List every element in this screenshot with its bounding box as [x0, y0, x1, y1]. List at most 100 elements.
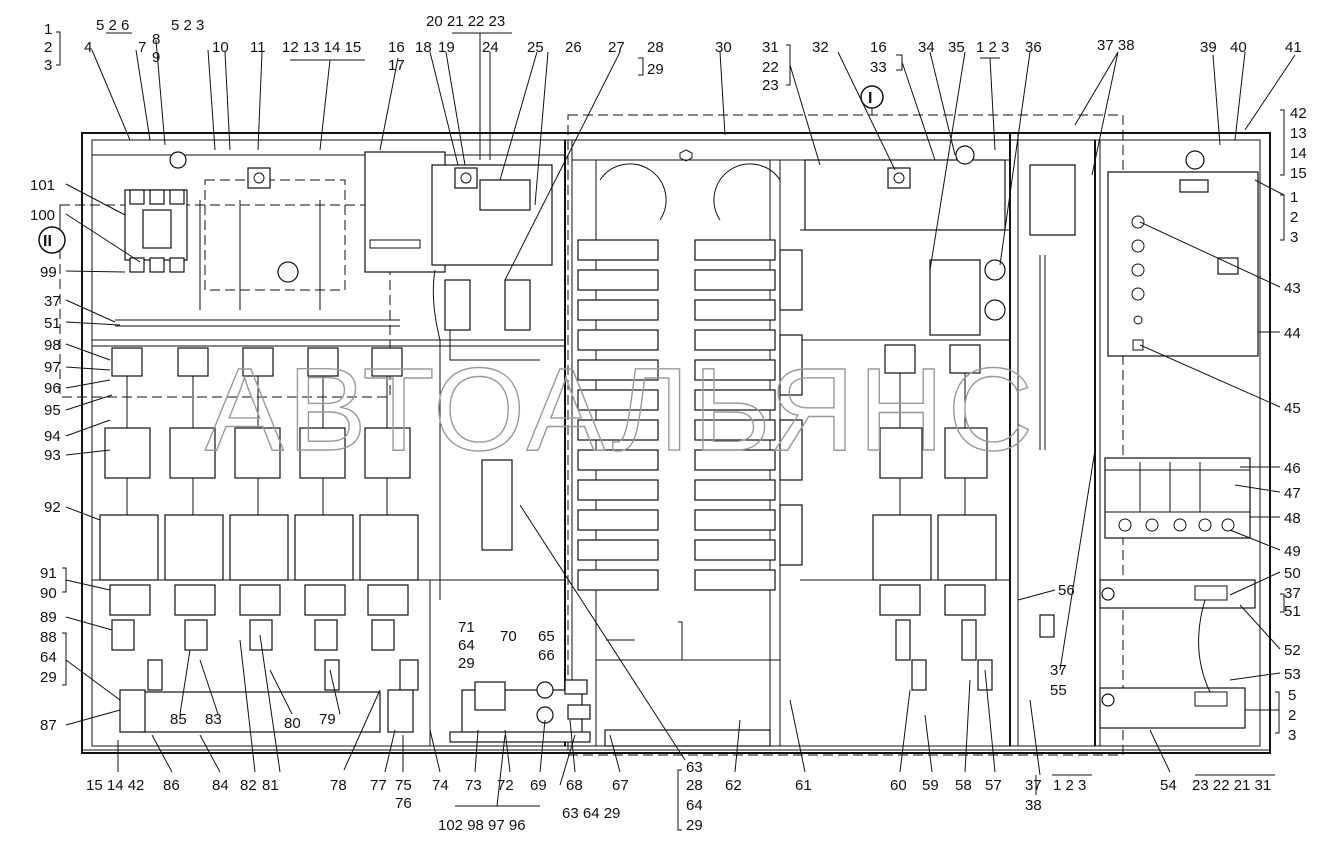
callout-label: 40: [1230, 39, 1247, 56]
callout-label: 77: [370, 777, 387, 794]
callout-label: 64: [40, 649, 57, 666]
callout-label: 1 2 3: [976, 39, 1009, 56]
callout-label: 64: [458, 637, 475, 654]
callout-label: 37: [1025, 777, 1042, 794]
center-lower-block: [449, 459, 591, 743]
callouts-right: 42 13 14 15 1 2 3 43 44 45 46 47 48 49 5…: [1284, 105, 1307, 744]
callout-label: 9: [152, 49, 160, 66]
callout-label: 63 64 29: [562, 805, 620, 822]
callout-label: 82: [240, 777, 257, 794]
callout-label: 81: [262, 777, 279, 794]
callout-label: 50: [1284, 565, 1301, 582]
callout-label: 84: [212, 777, 229, 794]
left-contactor-row: [99, 347, 419, 733]
callout-label: 62: [725, 777, 742, 794]
callout-label: 1 2 3: [1053, 777, 1086, 794]
view-marker-two: II: [38, 226, 66, 254]
callout-label: 63: [686, 759, 703, 776]
callout-label: 52: [1284, 642, 1301, 659]
callout-label: 33: [870, 59, 887, 76]
callout-label: 37 38: [1097, 37, 1135, 54]
callout-label: 74: [432, 777, 449, 794]
callout-label: 10: [212, 39, 229, 56]
callout-label: 27: [608, 39, 625, 56]
callout-label: 94: [44, 428, 61, 445]
callout-label: 75: [395, 777, 412, 794]
callouts-inner: 71 64 29 70 65 66 56 37 55: [458, 582, 1075, 699]
callout-label: 13: [1290, 125, 1307, 142]
callout-label: 29: [647, 61, 664, 78]
callout-label: 2: [1290, 209, 1298, 226]
callout-label: 85: [170, 711, 187, 728]
callout-label: 56: [1058, 582, 1075, 599]
center-reactor-stack: [577, 149, 803, 747]
callout-label: 26: [565, 39, 582, 56]
callout-label: 78: [330, 777, 347, 794]
callouts-left: 101 100 99 37 51 98 97 96 95 94 93 92 91…: [30, 177, 61, 734]
callout-label: 93: [44, 447, 61, 464]
callout-label: 17: [388, 57, 405, 74]
callouts-top: 1 2 3 4 5 2 6 7 8 9 5 2 3 10 11 12 13 14…: [44, 13, 1302, 94]
callout-label: 2: [1288, 707, 1296, 724]
callout-label: 37: [1050, 662, 1067, 679]
callout-label: 61: [795, 777, 812, 794]
callout-label: 67: [612, 777, 629, 794]
callout-label: 90: [40, 585, 57, 602]
callout-label: 8: [152, 31, 160, 48]
callout-label: 100: [30, 207, 55, 224]
callout-label: 98: [44, 337, 61, 354]
callout-label: 43: [1284, 280, 1301, 297]
callout-label: 3: [1288, 727, 1296, 744]
callout-label: 73: [465, 777, 482, 794]
callout-label: 37: [44, 293, 61, 310]
callout-label: 45: [1284, 400, 1301, 417]
callout-label: 86: [163, 777, 180, 794]
callout-label: 35: [948, 39, 965, 56]
callout-label: 60: [890, 777, 907, 794]
callout-label: 12 13 14 15: [282, 39, 361, 56]
callout-label: 69: [530, 777, 547, 794]
callout-label: 22: [762, 59, 779, 76]
callout-label: 95: [44, 402, 61, 419]
callout-label: 29: [458, 655, 475, 672]
callout-label: 4: [84, 39, 92, 56]
view-marker-two-label: II: [43, 233, 52, 250]
callout-label: 38: [1025, 797, 1042, 814]
callout-label: 70: [500, 628, 517, 645]
cabinet-frame: [81, 132, 1271, 754]
left-upper-components: [115, 151, 553, 600]
callout-label: 58: [955, 777, 972, 794]
callout-label: 23: [762, 77, 779, 94]
callout-label: 87: [40, 717, 57, 734]
callout-label: 3: [1290, 229, 1298, 246]
callout-label: 47: [1284, 485, 1301, 502]
callout-label: 66: [538, 647, 555, 664]
view-marker-one-label: I: [868, 90, 872, 107]
callout-label: 88: [40, 629, 57, 646]
callout-label: 76: [395, 795, 412, 812]
callout-label: 68: [566, 777, 583, 794]
callout-label: 51: [44, 315, 61, 332]
callout-label: 101: [30, 177, 55, 194]
callout-label: 54: [1160, 777, 1177, 794]
callout-label: 28: [647, 39, 664, 56]
callout-label: 5 2 3: [171, 17, 204, 34]
callout-label: 51: [1284, 603, 1301, 620]
callout-label: 64: [686, 797, 703, 814]
callout-label: 97: [44, 359, 61, 376]
callout-label: 30: [715, 39, 732, 56]
callout-label: 20 21 22 23: [426, 13, 505, 30]
callout-label: 72: [497, 777, 514, 794]
callout-label: 18: [415, 39, 432, 56]
view-marker-one: I: [860, 85, 884, 109]
callouts-bottom: 15 14 42 86 84 82 81 85 83 80 79 78 77 7…: [86, 711, 1271, 834]
callout-label: 1: [1290, 189, 1298, 206]
callout-label: 83: [205, 711, 222, 728]
callout-label: 15: [1290, 165, 1307, 182]
callout-label: 36: [1025, 39, 1042, 56]
callout-label: 34: [918, 39, 935, 56]
callout-label: 39: [1200, 39, 1217, 56]
callout-label: 53: [1284, 666, 1301, 683]
callout-label: 41: [1285, 39, 1302, 56]
